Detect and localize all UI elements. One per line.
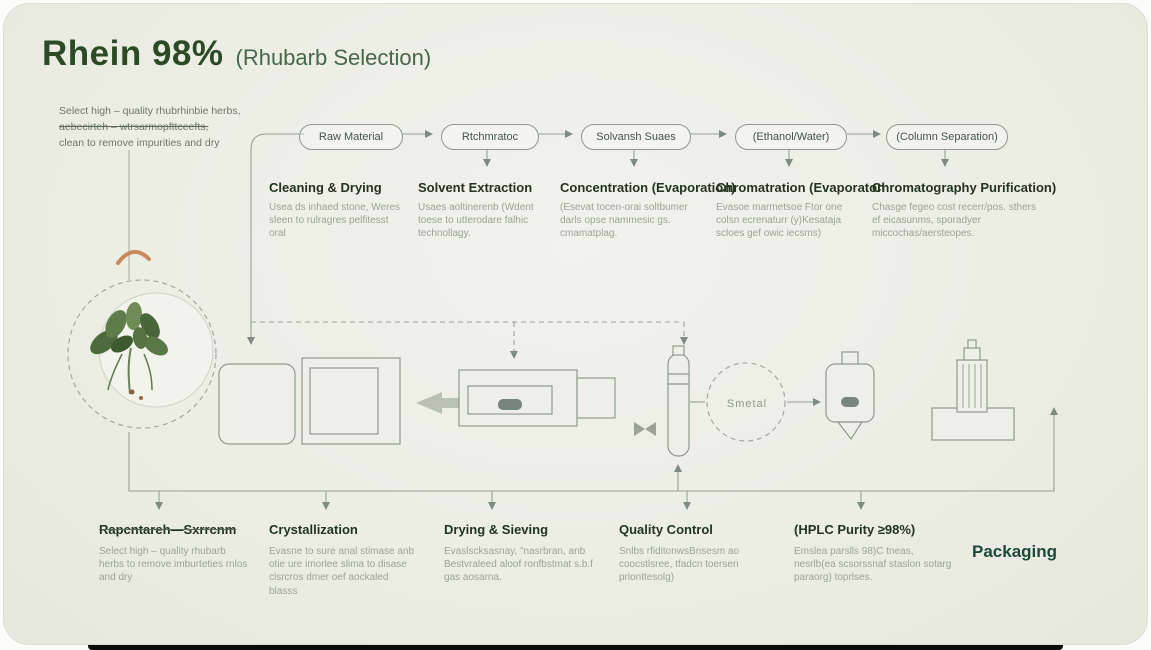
process-diagram-card: Rhein 98% (Rhubarb Selection) Select high… bbox=[3, 3, 1148, 645]
step-chromatration: Chromatration (Evaporaton Evasoe marmets… bbox=[716, 180, 886, 241]
dashed-routing bbox=[67, 279, 786, 442]
step-label: Drying & Sieving bbox=[444, 522, 549, 537]
collector-funnel bbox=[836, 421, 864, 441]
packager-head bbox=[963, 347, 981, 361]
evaporator-body bbox=[458, 369, 578, 427]
step-concentration: Concentration (Evaporation) (Esevat toce… bbox=[560, 180, 736, 241]
main-loop-line bbox=[128, 407, 1058, 492]
step-label: Solvent Extraction bbox=[418, 180, 533, 195]
column-cap bbox=[672, 345, 685, 356]
packager-tray bbox=[931, 407, 1015, 441]
step-label: Quality Control bbox=[619, 522, 713, 537]
evaporator-unit bbox=[576, 377, 616, 419]
step-desc: (Esevat tocen-orai soltbumer darls opse … bbox=[560, 202, 688, 240]
plant-dashed-circle bbox=[67, 279, 217, 429]
intro-line-1: Select high – quality rhubrhinbie herbs, bbox=[59, 105, 241, 117]
node-ethanol-water: (Ethanol/Water) bbox=[735, 124, 847, 150]
valve-left bbox=[634, 422, 645, 436]
step-quality-control: Quality Control Snlbs rfiditonwsBnsesm a… bbox=[619, 522, 769, 585]
node-raw-material: Raw Material bbox=[299, 124, 403, 150]
vessel-inline-label: Smetal bbox=[726, 398, 768, 410]
evaporator-window bbox=[467, 385, 553, 415]
step-label: Rapcntareh—Sxrrcnm bbox=[99, 522, 237, 537]
page-subtitle: (Rhubarb Selection) bbox=[235, 45, 432, 70]
step-label: Crystallization bbox=[269, 522, 358, 537]
left-flow-arrow bbox=[416, 392, 466, 414]
step-hplc-purity: (HPLC Purity ≥98%) Emslea parslls 98)C t… bbox=[794, 522, 954, 585]
step-desc: Usaes aoltinerenb (Wdent toese to uttero… bbox=[418, 202, 534, 240]
step-desc: Evasoe marmetsoe Ftor one colsn ecrenatu… bbox=[716, 202, 843, 240]
plant-circle bbox=[98, 292, 214, 408]
packager-cap bbox=[967, 339, 977, 349]
node-solvent: Solvansh Suaes bbox=[581, 124, 691, 150]
step-raw-prep: Rapcntareh—Sxrrcnm Select high – quality… bbox=[99, 522, 249, 585]
page-title: Rhein 98% bbox=[42, 34, 224, 73]
node-column-separation: (Column Separation) bbox=[886, 124, 1008, 150]
step-desc: Evasne to sure anal stimase anb otie ure… bbox=[269, 546, 415, 597]
vessel-extractor-outer bbox=[301, 357, 401, 445]
step-drying-sieving: Drying & Sieving Evaslscksasnay, "nasrbr… bbox=[444, 522, 594, 585]
step-label: Cleaning & Drying bbox=[269, 180, 382, 195]
collector-body bbox=[825, 363, 875, 423]
step-label: Chromatography Purification) bbox=[872, 180, 1057, 195]
step-desc: Usea ds inhaed stone, Weres sleen to rul… bbox=[269, 202, 401, 240]
step-label: (HPLC Purity ≥98%) bbox=[794, 522, 916, 537]
evaporator-handle bbox=[498, 399, 522, 410]
intro-note: Select high – quality rhubrhinbie herbs,… bbox=[59, 104, 259, 151]
intro-line-2: aebecirteh – wtrsarmopfttceefts, bbox=[59, 120, 209, 133]
step-desc: Select high – quality rhubarb herbs to r… bbox=[99, 546, 248, 584]
step-desc: Snlbs rfiditonwsBnsesm ao coocstlsree, t… bbox=[619, 546, 740, 584]
step-desc: Chasge fegeo cost recerr/pos. sthers ef … bbox=[872, 202, 1036, 240]
step-packaging-label: Packaging bbox=[972, 542, 1058, 561]
step-label: Chromatration (Evaporaton bbox=[716, 180, 886, 195]
rhubarb-plant-illustration bbox=[90, 302, 168, 400]
vessel-extractor-inner bbox=[309, 367, 379, 435]
step-solvent-extraction: Solvent Extraction Usaes aoltinerenb (Wd… bbox=[418, 180, 550, 241]
node-extraction: Rtchmratoc bbox=[441, 124, 539, 150]
step-crystallization: Crystallization Evasne to sure anal stim… bbox=[269, 522, 419, 598]
valve-right bbox=[645, 422, 656, 436]
vessel-tank bbox=[218, 363, 296, 445]
equipment-illustrations bbox=[218, 339, 1015, 457]
step-desc: Evaslscksasnay, "nasrbran, anb Bestvrale… bbox=[444, 546, 593, 584]
collector-neck bbox=[841, 351, 859, 366]
intro-line-3: clean to remove impurities and dry bbox=[59, 136, 220, 149]
page-bottom-bar bbox=[88, 640, 1063, 650]
collector-port bbox=[841, 397, 859, 407]
step-chromatography-purification: Chromatography Purification) Chasge fege… bbox=[872, 180, 1057, 241]
step-cleaning-drying: Cleaning & Drying Usea ds inhaed stone, … bbox=[269, 180, 404, 241]
step-desc: Emslea parslls 98)C tneas, nesrlb(ea scs… bbox=[794, 546, 952, 584]
crescent-accent bbox=[116, 250, 151, 265]
packager-column bbox=[956, 359, 988, 413]
chromatography-column bbox=[667, 353, 690, 457]
header: Rhein 98% (Rhubarb Selection) bbox=[42, 34, 431, 74]
step-label: Concentration (Evaporation) bbox=[560, 180, 736, 195]
